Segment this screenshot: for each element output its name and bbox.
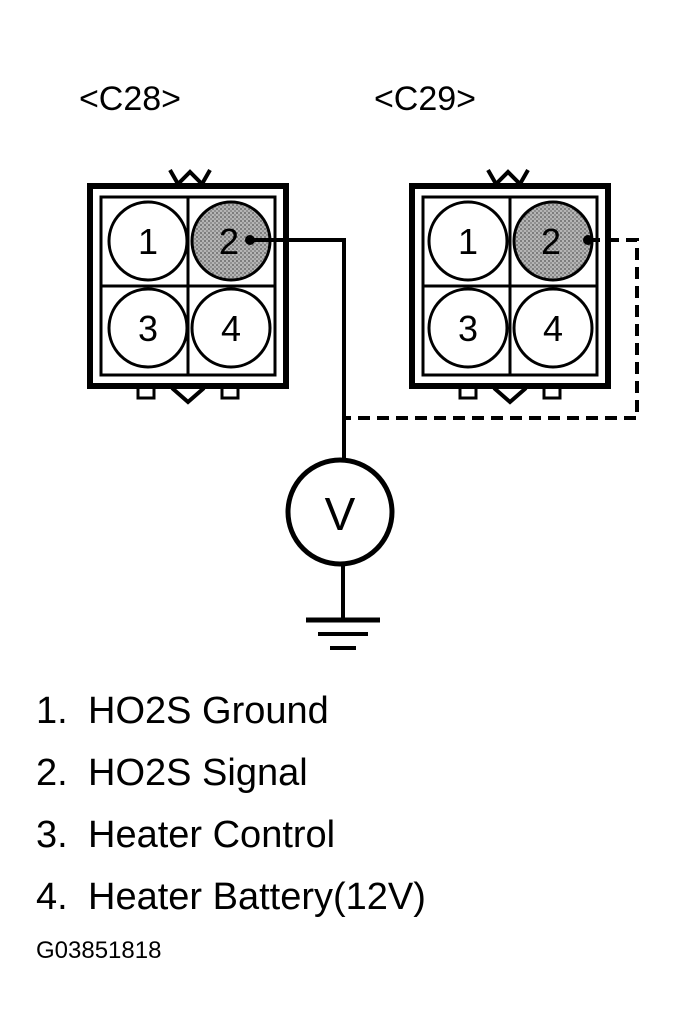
svg-text:3: 3 [458, 308, 478, 349]
c29-pin-1: 1 [427, 200, 509, 282]
legend-item: 3.Heater Control [36, 814, 336, 856]
svg-text:2: 2 [541, 221, 561, 262]
c29-pin-2-highlighted: 2 [512, 200, 594, 282]
legend-item: 1.HO2S Ground [36, 690, 329, 732]
c28-housing [87, 183, 289, 389]
svg-text:4: 4 [543, 308, 563, 349]
figure-code: G03851818 [36, 937, 162, 964]
svg-text:3: 3 [138, 308, 158, 349]
voltmeter-symbol: V [325, 488, 356, 540]
c29-pin-4: 4 [512, 287, 594, 369]
svg-text:2: 2 [219, 221, 239, 262]
svg-text:1: 1 [138, 221, 158, 262]
connector-c29-label: <C29> [374, 80, 476, 118]
c28-lock-tab [168, 169, 212, 188]
legend-item: 2.HO2S Signal [36, 752, 308, 794]
c28-pin-1: 1 [107, 200, 189, 282]
voltmeter: V [285, 457, 395, 618]
connector-c28-label: <C28> [79, 80, 181, 118]
pin-legend: 1.HO2S Ground 2.HO2S Signal 3.Heater Con… [36, 680, 426, 928]
solid-probe-wire [245, 235, 346, 462]
legend-item: 4.Heater Battery(12V) [36, 876, 426, 918]
connector-c28: <C28> 1 2 3 4 [79, 80, 289, 405]
c28-pin-4: 4 [190, 287, 272, 369]
svg-text:1: 1 [458, 221, 478, 262]
c29-pin-3: 3 [427, 287, 509, 369]
connector-c29: <C29> 1 2 3 4 [374, 80, 611, 405]
c29-housing [409, 183, 611, 389]
c29-lock-tab [486, 169, 530, 188]
dashed-probe-wire [344, 235, 639, 420]
c28-pin-2-highlighted: 2 [190, 200, 272, 282]
c28-pin-3: 3 [107, 287, 189, 369]
svg-text:4: 4 [221, 308, 241, 349]
ground-icon [306, 617, 380, 650]
